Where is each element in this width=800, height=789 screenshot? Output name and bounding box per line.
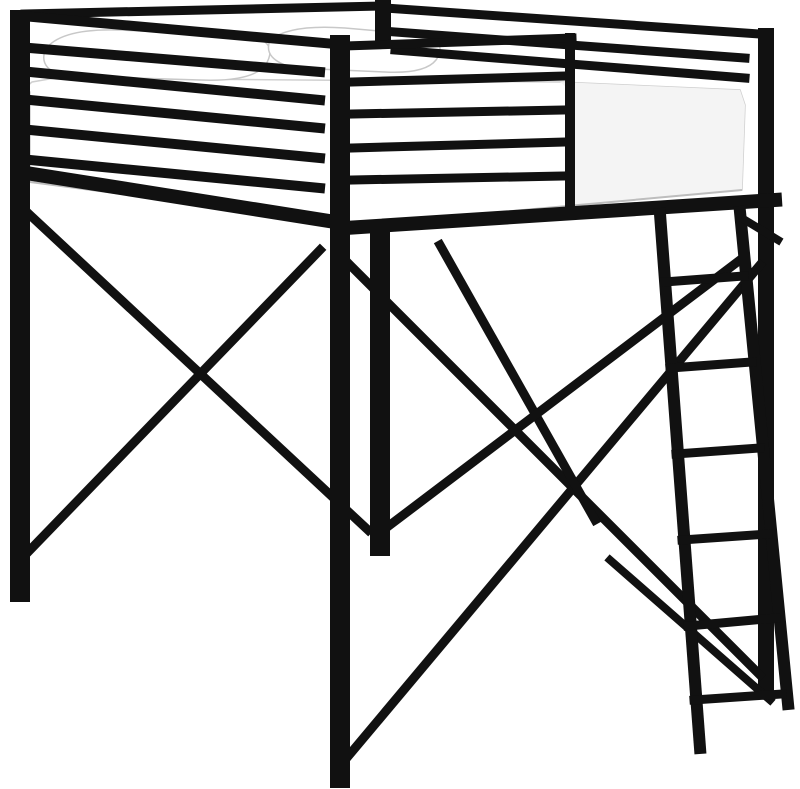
left-guardrail (16, 10, 341, 194)
front-guardrail (340, 33, 577, 185)
bed-frame-rails (11, 163, 783, 236)
ladder (653, 205, 795, 755)
legs (10, 10, 390, 788)
ladder-left-rail (653, 207, 707, 755)
left-x-brace (23, 208, 375, 557)
ladder-hook (739, 214, 784, 246)
ladder-rungs (659, 271, 787, 705)
back-posts (375, 0, 774, 698)
